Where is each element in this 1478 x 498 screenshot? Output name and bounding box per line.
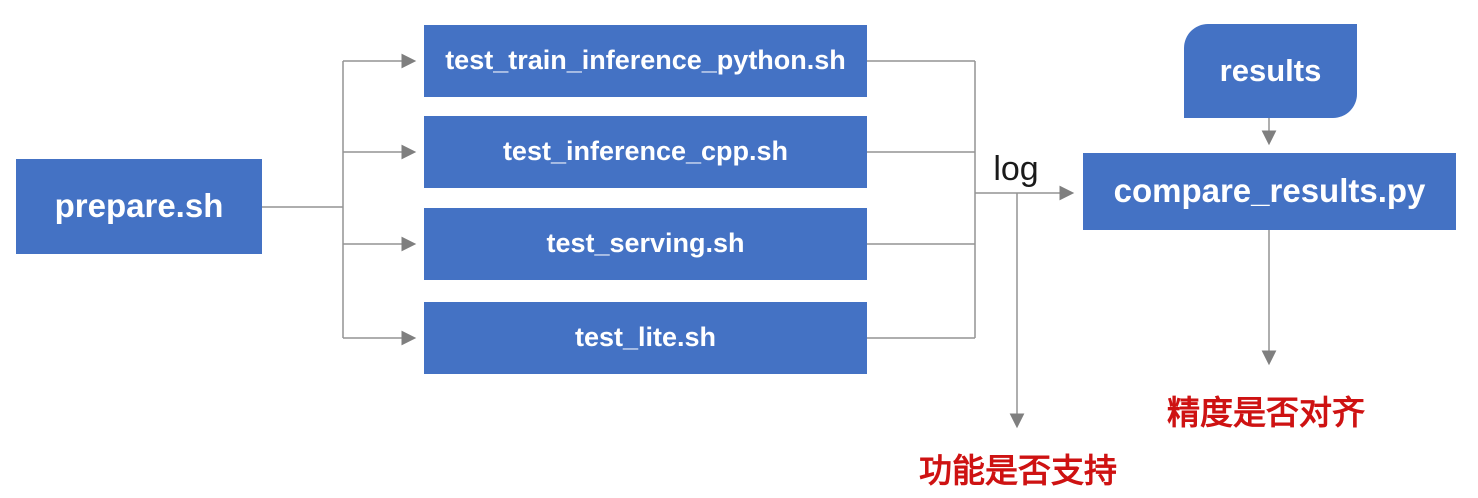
node-test-inference-cpp-sh: test_inference_cpp.sh xyxy=(424,116,867,188)
node-test-train-inference-python-sh: test_train_inference_python.sh xyxy=(424,25,867,97)
label-precision-align: 精度是否对齐 xyxy=(1167,394,1365,431)
node-results: results xyxy=(1184,24,1357,118)
label-log: log xyxy=(993,150,1039,188)
node-test-serving-sh: test_serving.sh xyxy=(424,208,867,280)
node-test-lite-sh: test_lite.sh xyxy=(424,302,867,374)
node-compare-results-py: compare_results.py xyxy=(1083,153,1456,230)
node-prepare-sh: prepare.sh xyxy=(16,159,262,254)
label-function-support: 功能是否支持 xyxy=(919,452,1117,489)
